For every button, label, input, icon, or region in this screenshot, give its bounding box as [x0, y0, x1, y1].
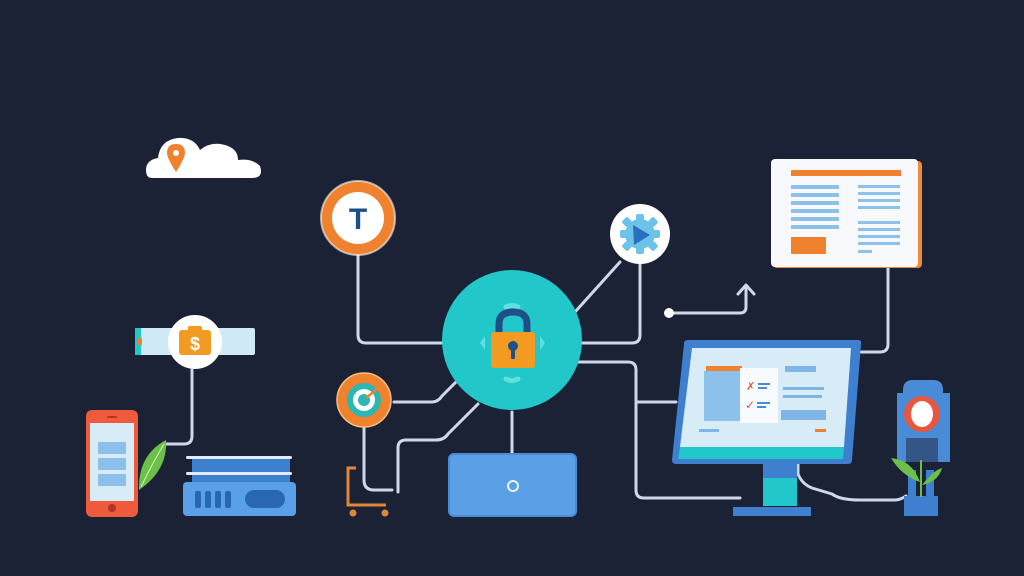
cloud-node[interactable]	[146, 137, 261, 178]
briefcase-dollar-icon: $	[179, 326, 211, 355]
cloud-icon	[146, 137, 261, 178]
plant-icon	[891, 458, 942, 497]
target-arrow-icon	[365, 387, 379, 399]
map-pin-icon	[167, 144, 185, 172]
svg-text:$: $	[190, 334, 200, 354]
target-node[interactable]	[336, 372, 392, 428]
connection-lines	[164, 252, 908, 502]
play-icon	[633, 225, 650, 245]
gear-play-node[interactable]	[610, 204, 670, 264]
t-glyph: T	[349, 203, 367, 236]
checklist-mark-1: ✗	[746, 380, 755, 393]
arrow-start-dot	[664, 308, 674, 318]
device-panel-icon[interactable]	[448, 453, 577, 517]
desktop-monitor-icon[interactable]: ✗ ✓	[672, 340, 862, 516]
padlock-icon	[491, 308, 535, 368]
cart-icon[interactable]	[346, 466, 389, 517]
smartphone-icon[interactable]	[86, 410, 138, 517]
document-panel-icon[interactable]	[771, 159, 922, 268]
beacon-icon[interactable]	[897, 380, 950, 516]
checklist-mark-2: ✓	[745, 398, 755, 412]
wallet-node[interactable]: $	[135, 315, 255, 369]
lock-hub-node[interactable]	[442, 270, 582, 410]
server-icon[interactable]	[183, 456, 296, 516]
t-badge-node[interactable]: T	[320, 180, 396, 256]
